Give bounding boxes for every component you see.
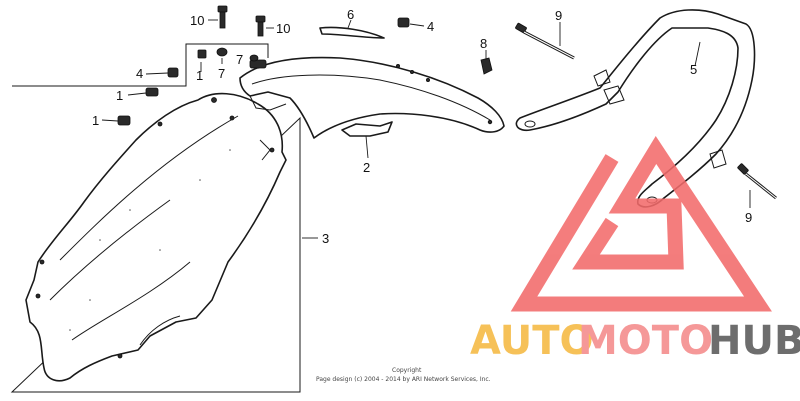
callout-1-upper: 1	[196, 68, 203, 83]
callout-3: 3	[322, 231, 329, 246]
callout-10-right: 10	[276, 21, 290, 36]
watermark-triangle-logo	[510, 136, 772, 312]
copyright-line-1: Copyright	[392, 367, 422, 374]
watermark-text-hub: HUB	[708, 318, 800, 364]
bolt-part-9-upper	[515, 22, 575, 60]
washer-part-7-right	[249, 54, 259, 62]
screw-part-8	[480, 57, 493, 75]
bolt-part-10-left	[217, 5, 228, 29]
automotohub-watermark: AUTO MOTO HUB	[470, 136, 800, 364]
callout-7-right: 7	[236, 52, 243, 67]
callout-10-left: 10	[190, 13, 204, 28]
callout-1-middle: 1	[116, 88, 123, 103]
callout-7-left: 7	[218, 66, 225, 81]
nut-part-4-top	[397, 17, 410, 28]
callout-2: 2	[363, 160, 370, 175]
callout-1-lower: 1	[92, 113, 99, 128]
callout-5: 5	[690, 62, 697, 77]
nut-part-1-upper	[197, 49, 207, 59]
washer-part-7-left	[216, 47, 228, 57]
inner-fender-part-3	[25, 92, 287, 382]
callout-8: 8	[480, 36, 487, 51]
bolt-part-9-lower	[737, 163, 777, 200]
nut-part-1-middle	[145, 87, 159, 97]
rear-fender-part-2	[239, 56, 505, 139]
nut-part-1-lower	[117, 115, 131, 126]
watermark-text-moto: MOTO	[578, 318, 713, 364]
callout-6: 6	[347, 7, 354, 22]
bolt-part-10-right	[255, 15, 266, 37]
callout-4-top: 4	[427, 19, 434, 34]
watermark-text-auto: AUTO	[470, 318, 594, 364]
fender-strip-part-6	[319, 26, 385, 39]
copyright-line-2: Page design (c) 2004 - 2014 by ARI Netwo…	[316, 376, 491, 383]
callout-4-left: 4	[136, 66, 143, 81]
nut-part-4-left	[167, 67, 179, 78]
callout-9-lower: 9	[745, 210, 752, 225]
callout-9-upper: 9	[555, 8, 562, 23]
